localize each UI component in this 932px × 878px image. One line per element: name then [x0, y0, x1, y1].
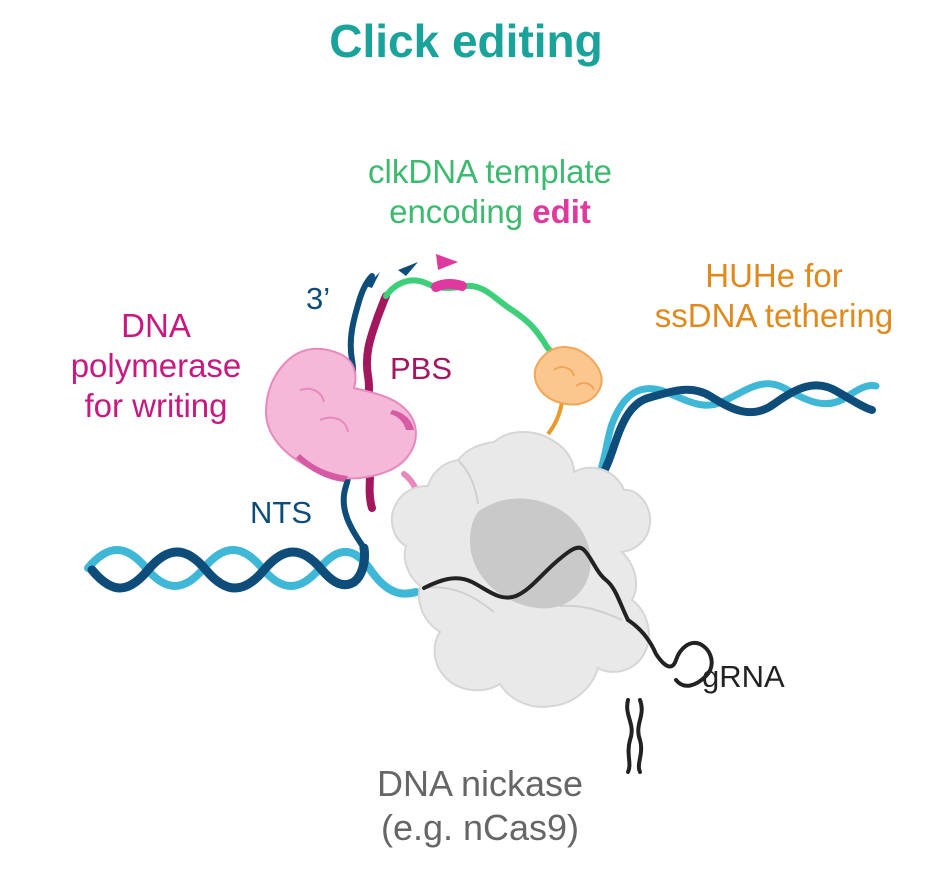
dna-strand-light-right: [582, 380, 880, 502]
template-label-line2: encoding edit: [300, 192, 680, 232]
nickase-label-line1: DNA nickase: [376, 763, 584, 804]
nts-label: NTS: [250, 495, 312, 530]
template-label-prefix: encoding: [389, 193, 533, 230]
dna-strand-dark-right: [566, 381, 876, 518]
three-prime-label: 3’: [306, 281, 331, 316]
dna-nickase-blob: [390, 431, 652, 708]
grna-strand: [422, 545, 714, 774]
huhe-label-line2: ssDNA tethering: [654, 297, 894, 334]
direction-arrowheads: [366, 254, 458, 288]
pbs-label: PBS: [390, 351, 453, 386]
clkdna-template-strand: [383, 277, 559, 359]
huhe-label: HUHe for ssDNA tethering: [624, 256, 924, 336]
huhe-label-line1: HUHe for: [705, 257, 843, 294]
nickase-label: DNA nickase (e.g. nCas9): [330, 762, 630, 850]
polymerase-label-line1: DNA: [121, 307, 191, 344]
nickase-label-line2: (e.g. nCas9): [380, 807, 580, 848]
arrowhead-dark-2: [398, 262, 418, 276]
edit-segment: [431, 278, 467, 292]
edit-highlight: edit: [532, 193, 591, 230]
arrowhead-pink: [436, 254, 458, 270]
arrowhead-dark-1: [366, 272, 380, 288]
dna-strand-dark-left: [87, 543, 369, 593]
template-label-line1: clkDNA template: [368, 153, 612, 190]
grna-label: gRNA: [702, 659, 785, 694]
template-label: clkDNA template encoding edit: [300, 152, 680, 232]
polymerase-label: DNA polymerase for writing: [36, 306, 276, 426]
page-title: Click editing: [329, 15, 603, 67]
polymerase-label-line2: polymerase: [70, 347, 242, 384]
genomic-dna-left-helix: [84, 543, 420, 598]
polymerase-label-line3: for writing: [84, 387, 228, 424]
huhe-blob: [533, 346, 603, 436]
